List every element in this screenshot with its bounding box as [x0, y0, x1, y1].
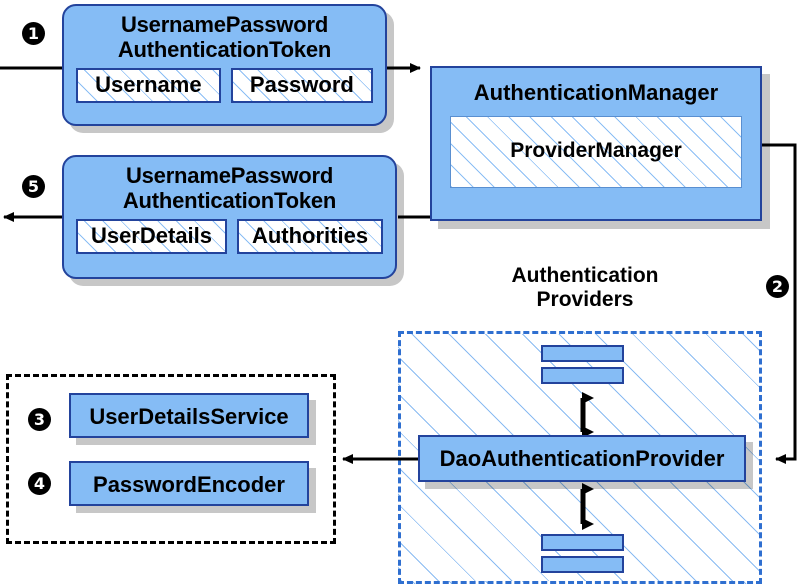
step-badge-5: 5 [22, 175, 45, 198]
collapsed-provider-bar-bottom-2[interactable] [541, 556, 624, 573]
user-details-service-label: UserDetailsService [89, 404, 289, 429]
response-token-title-line2: AuthenticationToken [122, 187, 337, 213]
password-encoder-card[interactable]: PasswordEncoder [69, 461, 309, 506]
field-username: Username [76, 68, 221, 104]
user-details-service-card[interactable]: UserDetailsService [69, 393, 309, 438]
step-badge-3: 3 [28, 408, 51, 431]
request-token-title: UsernamePassword AuthenticationToken [64, 6, 385, 62]
request-token-title-line1: UsernamePassword [120, 12, 329, 37]
request-token-title-line2: AuthenticationToken [117, 36, 332, 62]
step-badge-2: 2 [766, 275, 789, 298]
step-badge-1: 1 [22, 22, 45, 45]
authentication-providers-heading: Authentication Providers [465, 264, 705, 312]
collapsed-provider-bar-bottom-1[interactable] [541, 534, 624, 551]
authentication-manager-title: AuthenticationManager [473, 80, 719, 105]
response-token-title-line1: UsernamePassword [125, 163, 334, 188]
request-token-fields: Username Password [64, 62, 385, 104]
dao-authentication-provider-card[interactable]: DaoAuthenticationProvider [418, 435, 746, 482]
step-badge-4: 4 [28, 472, 51, 495]
field-userdetails: UserDetails [76, 219, 227, 255]
response-authentication-token-card[interactable]: UsernamePassword AuthenticationToken Use… [62, 155, 397, 279]
collapsed-provider-bar-top-1[interactable] [541, 345, 624, 362]
response-token-fields: UserDetails Authorities [64, 213, 395, 255]
authentication-manager-card[interactable]: AuthenticationManager ProviderManager [430, 66, 762, 221]
provider-manager-box: ProviderManager [450, 116, 742, 188]
request-authentication-token-card[interactable]: UsernamePassword AuthenticationToken Use… [62, 4, 387, 126]
password-encoder-label: PasswordEncoder [93, 472, 285, 497]
authentication-providers-heading-line1: Authentication [511, 264, 659, 287]
collapsed-provider-bar-top-2[interactable] [541, 367, 624, 384]
wire-manager-to-provider [762, 143, 797, 464]
authentication-providers-heading-line2: Providers [536, 288, 634, 312]
field-password: Password [230, 68, 374, 104]
dao-authentication-provider-label: DaoAuthenticationProvider [439, 446, 725, 471]
field-authorities: Authorities [236, 219, 384, 255]
response-token-title: UsernamePassword AuthenticationToken [64, 157, 395, 213]
